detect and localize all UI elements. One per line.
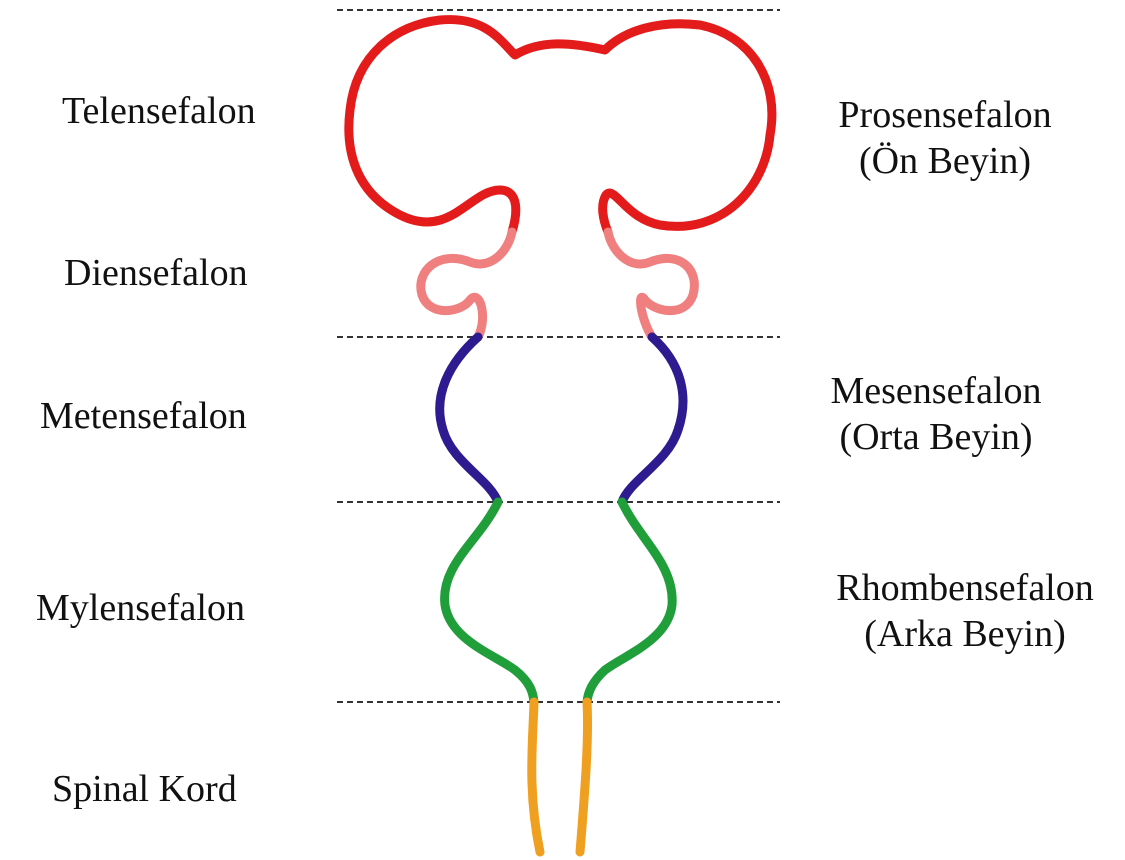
- telensefalon-outline: [349, 20, 772, 232]
- label-diensefalon: Diensefalon: [64, 250, 248, 296]
- label-prosensefalon-name: Prosensefalon: [815, 92, 1075, 138]
- label-mesensefalon-sub: (Orta Beyin): [805, 414, 1067, 460]
- mylensefalon-right: [587, 502, 672, 702]
- label-rhombensefalon-sub: (Arka Beyin): [815, 611, 1115, 657]
- label-mylensefalon: Mylensefalon: [36, 585, 245, 631]
- label-mesensefalon: Mesensefalon (Orta Beyin): [805, 368, 1067, 460]
- diensefalon-right: [608, 232, 694, 337]
- spinal-kord-left: [532, 702, 540, 852]
- label-rhombensefalon: Rhombensefalon (Arka Beyin): [815, 565, 1115, 657]
- metensefalon-right: [622, 337, 683, 502]
- label-mesensefalon-name: Mesensefalon: [805, 368, 1067, 414]
- spinal-kord-right: [580, 702, 588, 852]
- label-metensefalon: Metensefalon: [40, 393, 247, 439]
- metensefalon-left: [440, 337, 498, 502]
- label-prosensefalon: Prosensefalon (Ön Beyin): [815, 92, 1075, 184]
- label-telensefalon: Telensefalon: [62, 88, 256, 134]
- diensefalon-left: [421, 232, 512, 337]
- mylensefalon-left: [445, 502, 534, 702]
- label-prosensefalon-sub: (Ön Beyin): [815, 138, 1075, 184]
- label-rhombensefalon-name: Rhombensefalon: [815, 565, 1115, 611]
- label-spinal-kord: Spinal Kord: [52, 766, 237, 812]
